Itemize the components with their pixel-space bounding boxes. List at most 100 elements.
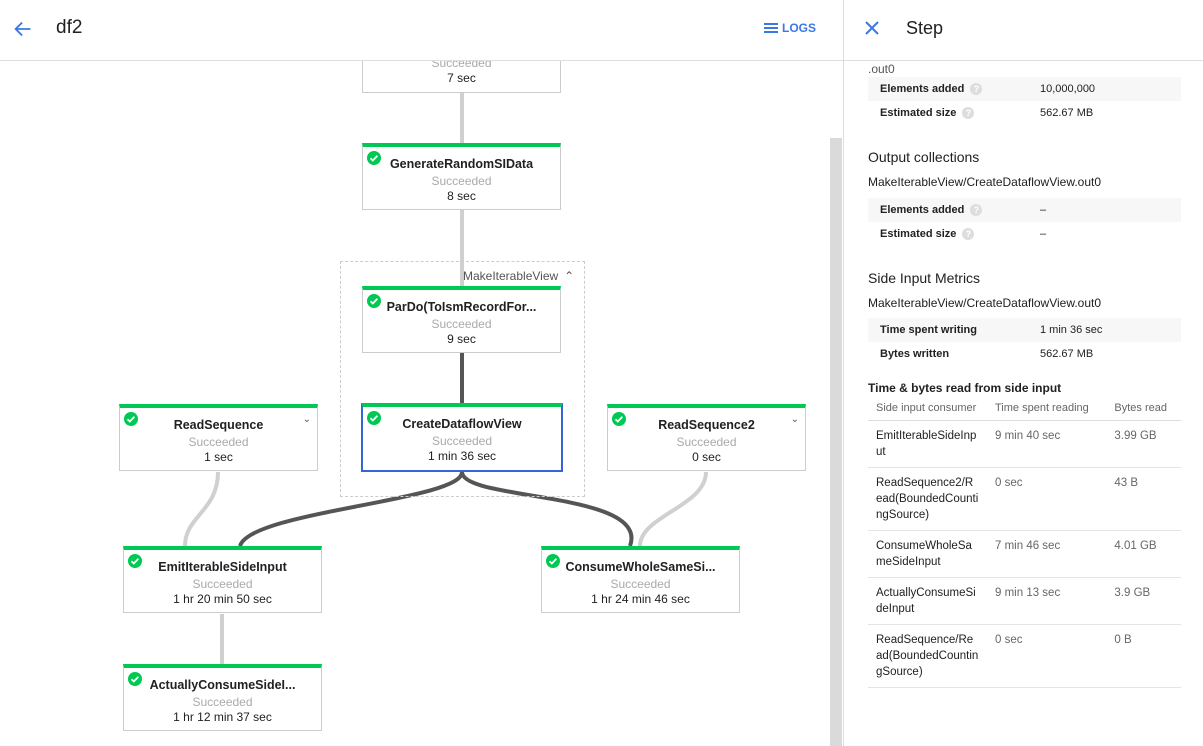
time-cell: 0 sec bbox=[987, 624, 1107, 688]
time-cell: 7 min 46 sec bbox=[987, 530, 1107, 578]
consumer-cell: EmitIterableSideInput bbox=[868, 420, 987, 468]
metric-label: Time spent writing bbox=[880, 324, 977, 336]
table-row: ReadSequence/Read(BoundedCountingSource)… bbox=[868, 624, 1181, 688]
bytes-cell: 3.9 GB bbox=[1106, 577, 1181, 625]
check-circle-icon bbox=[367, 411, 381, 425]
step-time: 1 hr 24 min 46 sec bbox=[591, 592, 690, 606]
table-title: Time & bytes read from side input bbox=[868, 381, 1062, 395]
step-time: 0 sec bbox=[692, 450, 721, 464]
back-arrow-icon[interactable] bbox=[12, 18, 34, 40]
metric-row: Estimated size?– bbox=[868, 222, 1181, 246]
check-circle-icon bbox=[124, 412, 138, 426]
help-icon[interactable]: ? bbox=[970, 83, 983, 95]
metric-value: – bbox=[1040, 228, 1047, 240]
side-input-table: Side input consumer Time spent reading B… bbox=[868, 400, 1181, 688]
chevron-down-icon[interactable]: ⌄ bbox=[302, 414, 311, 425]
step-status: Succeeded bbox=[192, 577, 253, 591]
column-header: Time spent reading bbox=[987, 400, 1107, 421]
help-icon[interactable]: ? bbox=[962, 228, 975, 240]
step-status: Succeeded bbox=[192, 695, 253, 709]
step-time: 7 sec bbox=[447, 71, 476, 85]
step-status: Succeeded bbox=[431, 61, 492, 70]
side-input-name: MakeIterableView/CreateDataflowView.out0 bbox=[868, 296, 1102, 310]
check-circle-icon bbox=[128, 672, 142, 686]
step-status: Succeeded bbox=[431, 434, 493, 448]
column-header: Bytes read bbox=[1106, 400, 1181, 421]
step-time: 9 sec bbox=[447, 332, 476, 346]
metric-label: Elements added bbox=[880, 204, 965, 216]
step-panel: Step .out0 Elements added?10,000,000 Est… bbox=[843, 0, 1203, 746]
check-circle-icon bbox=[612, 412, 626, 426]
check-circle-icon bbox=[367, 294, 381, 308]
edge bbox=[638, 471, 708, 547]
metric-row: Estimated size? 562.67 MB bbox=[868, 101, 1181, 125]
metric-value: 562.67 MB bbox=[1040, 107, 1094, 119]
step-node[interactable]: GenerateRandomSIData Succeeded 8 sec bbox=[362, 143, 561, 210]
step-name: CreateDataflowView bbox=[402, 417, 522, 431]
close-icon[interactable] bbox=[864, 20, 880, 36]
step-name: ReadSequence bbox=[173, 418, 264, 432]
metric-row: Elements added?– bbox=[868, 198, 1181, 222]
panel-header: Step bbox=[844, 0, 1203, 61]
section-title: Side Input Metrics bbox=[868, 270, 981, 286]
bytes-cell: 43 B bbox=[1106, 467, 1181, 531]
table-row: ReadSequence2/Read(BoundedCountingSource… bbox=[868, 467, 1181, 531]
edge bbox=[460, 471, 634, 547]
group-make-iterable-view bbox=[340, 261, 585, 497]
step-time: 1 hr 12 min 37 sec bbox=[173, 710, 272, 724]
time-cell: 9 min 13 sec bbox=[987, 577, 1107, 625]
step-name: EmitIterableSideInput bbox=[158, 560, 287, 574]
step-node[interactable]: ⌄ ReadSequence Succeeded 1 sec bbox=[119, 404, 318, 471]
column-header: Side input consumer bbox=[868, 400, 987, 421]
panel-title: Step bbox=[906, 18, 944, 38]
top-bar: df2 LOGS bbox=[0, 0, 843, 61]
help-icon[interactable]: ? bbox=[970, 204, 983, 216]
edge bbox=[238, 471, 464, 547]
check-circle-icon bbox=[367, 151, 381, 165]
bytes-cell: 4.01 GB bbox=[1106, 530, 1181, 578]
chevron-down-icon[interactable]: ⌄ bbox=[790, 414, 799, 425]
pipeline-graph[interactable]: MakeIterableView ⌃ Succeeded 7 sec Genera… bbox=[0, 61, 830, 746]
group-collapse-toggle[interactable]: MakeIterableView ⌃ bbox=[463, 269, 574, 283]
group-label: MakeIterableView bbox=[463, 269, 559, 283]
step-status: Succeeded bbox=[610, 577, 671, 591]
check-circle-icon bbox=[128, 554, 142, 568]
step-name: ReadSequence2 bbox=[658, 418, 755, 432]
metric-label: Estimated size bbox=[880, 107, 957, 119]
step-name: ParDo(ToIsmRecordFor... bbox=[386, 300, 537, 314]
step-node[interactable]: ConsumeWholeSameSi... Succeeded 1 hr 24 … bbox=[541, 546, 740, 613]
step-status: Succeeded bbox=[431, 317, 492, 331]
step-node[interactable]: ⌄ ReadSequence2 Succeeded 0 sec bbox=[607, 404, 806, 471]
step-node[interactable]: EmitIterableSideInput Succeeded 1 hr 20 … bbox=[123, 546, 322, 613]
step-status: Succeeded bbox=[431, 174, 492, 188]
check-circle-icon bbox=[546, 554, 560, 568]
chevron-up-icon: ⌃ bbox=[564, 269, 575, 283]
step-node[interactable]: Succeeded 7 sec bbox=[362, 61, 561, 93]
step-time: 1 min 36 sec bbox=[427, 449, 497, 463]
step-node-selected[interactable]: CreateDataflowView Succeeded 1 min 36 se… bbox=[361, 403, 563, 472]
consumer-cell: ActuallyConsumeSideInput bbox=[868, 577, 987, 625]
logs-button[interactable]: LOGS bbox=[764, 21, 816, 35]
step-node[interactable]: ParDo(ToIsmRecordFor... Succeeded 9 sec bbox=[362, 286, 561, 353]
step-node[interactable]: ActuallyConsumeSideI... Succeeded 1 hr 1… bbox=[123, 664, 322, 731]
metric-label: Bytes written bbox=[880, 348, 950, 360]
input-collection-name: .out0 bbox=[868, 62, 895, 76]
step-name: GenerateRandomSIData bbox=[389, 157, 534, 171]
list-icon bbox=[764, 23, 778, 33]
consumer-cell: ReadSequence/Read(BoundedCountingSource) bbox=[868, 624, 987, 688]
graph-scrollbar[interactable] bbox=[830, 138, 842, 746]
step-status: Succeeded bbox=[188, 435, 249, 449]
bytes-cell: 0 B bbox=[1106, 624, 1181, 688]
bytes-cell: 3.99 GB bbox=[1106, 420, 1181, 468]
help-icon[interactable]: ? bbox=[962, 107, 975, 119]
step-status: Succeeded bbox=[676, 435, 737, 449]
time-cell: 0 sec bbox=[987, 467, 1107, 531]
consumer-cell: ConsumeWholeSameSideInput bbox=[868, 530, 987, 578]
step-time: 8 sec bbox=[447, 189, 476, 203]
time-cell: 9 min 40 sec bbox=[987, 420, 1107, 468]
